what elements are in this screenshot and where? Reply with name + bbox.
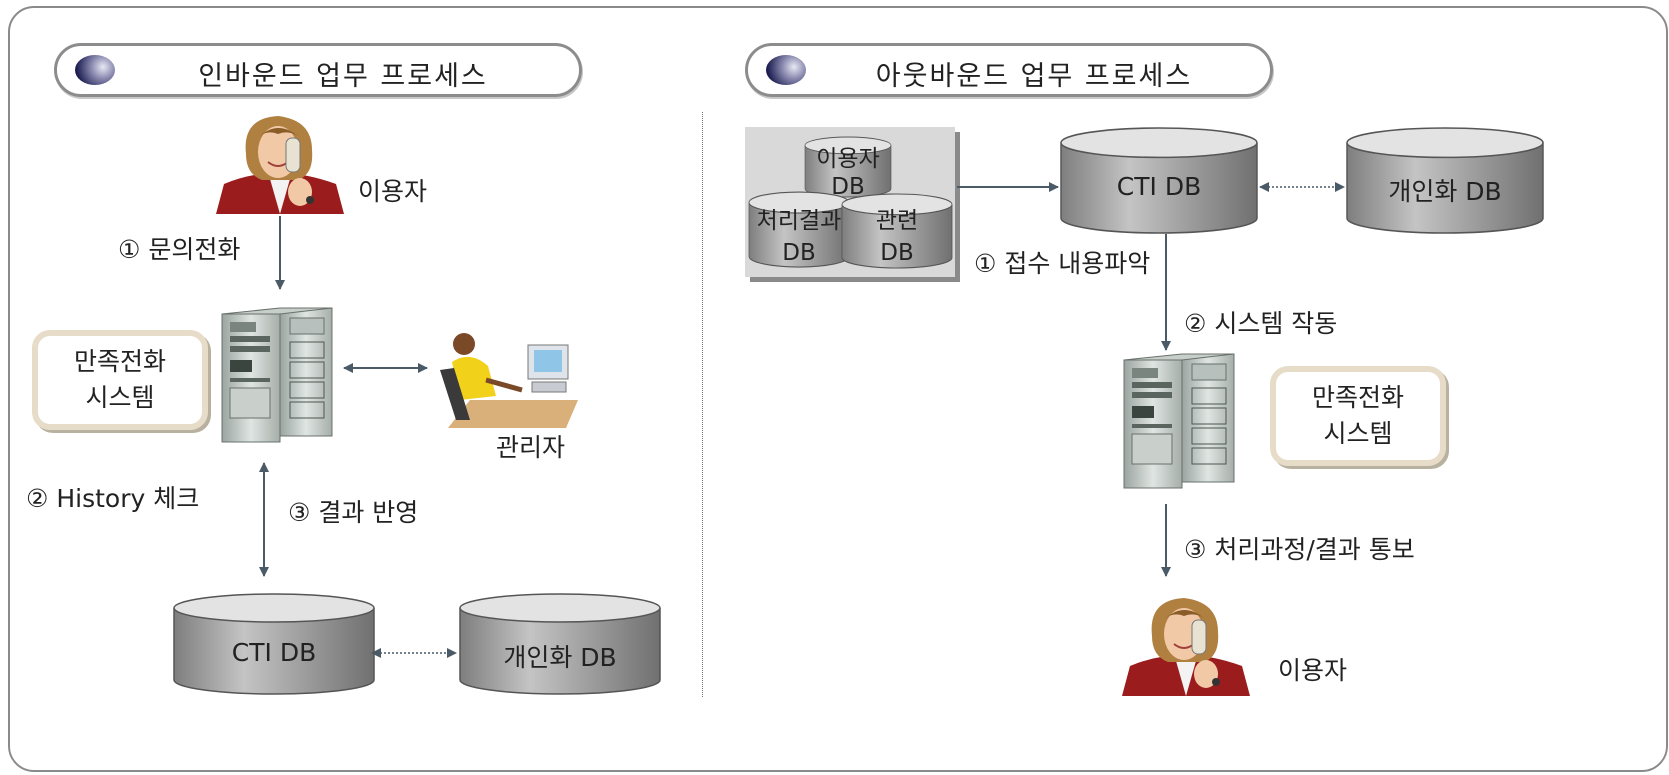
section-divider [702, 112, 703, 697]
out-user-phone-icon [1121, 597, 1251, 697]
out-server-icon [1123, 353, 1235, 489]
bullet-icon [766, 55, 806, 85]
user-phone-icon [215, 115, 345, 215]
outbound-step3-label: ③ 처리과정/결과 통보 [1184, 535, 1415, 564]
inbound-step3-label: ③ 결과 반영 [288, 498, 419, 527]
out-system-box-line2: 시스템 [1323, 419, 1393, 448]
admin-label: 관리자 [496, 433, 566, 462]
inbound-user-label: 이용자 [358, 177, 428, 206]
system-box-line2: 시스템 [85, 383, 155, 412]
server-icon [221, 307, 333, 443]
inbound-title: 인바운드 업무 프로세스 [198, 61, 488, 92]
inbound-step1-label: ① 문의전화 [118, 235, 241, 264]
related-db-label-line2: DB [880, 240, 914, 266]
outbound-title: 아웃바운드 업무 프로세스 [875, 61, 1193, 92]
outbound-title-pill: 아웃바운드 업무 프로세스 [745, 43, 1273, 97]
outbound-personal-db-label: 개인화 DB [1388, 177, 1502, 206]
related-db-label: 관련 DB [842, 205, 952, 269]
out-system-box-line1: 만족전화 [1311, 383, 1404, 412]
result-db-label-line2: DB [782, 240, 816, 266]
result-db-label-line1: 처리결과 [756, 208, 842, 234]
system-box-line1: 만족전화 [73, 347, 166, 376]
outbound-step1-label: ① 접수 내용파악 [974, 249, 1151, 278]
bullet-icon [75, 55, 115, 85]
inbound-personal-db-label: 개인화 DB [503, 643, 617, 672]
outbound-cti-db-label: CTI DB [1116, 172, 1202, 201]
outbound-user-label: 이용자 [1278, 656, 1348, 685]
inbound-system-box: 만족전화 시스템 [32, 330, 208, 430]
inbound-step2-label: ② History 체크 [26, 484, 200, 513]
result-db-label: 처리결과 DB [749, 205, 849, 269]
inbound-title-pill: 인바운드 업무 프로세스 [54, 43, 582, 97]
outbound-system-box: 만족전화 시스템 [1270, 366, 1446, 466]
outbound-step2-label: ② 시스템 작동 [1184, 309, 1338, 338]
related-db-label-line1: 관련 [875, 208, 919, 234]
user-db-label-line1: 이용자 [816, 146, 880, 172]
user-db-label: 이용자 DB [805, 145, 891, 201]
admin-at-desk-icon [440, 333, 578, 428]
inbound-cti-db-label: CTI DB [231, 638, 317, 667]
user-db-label-line2: DB [831, 174, 865, 200]
